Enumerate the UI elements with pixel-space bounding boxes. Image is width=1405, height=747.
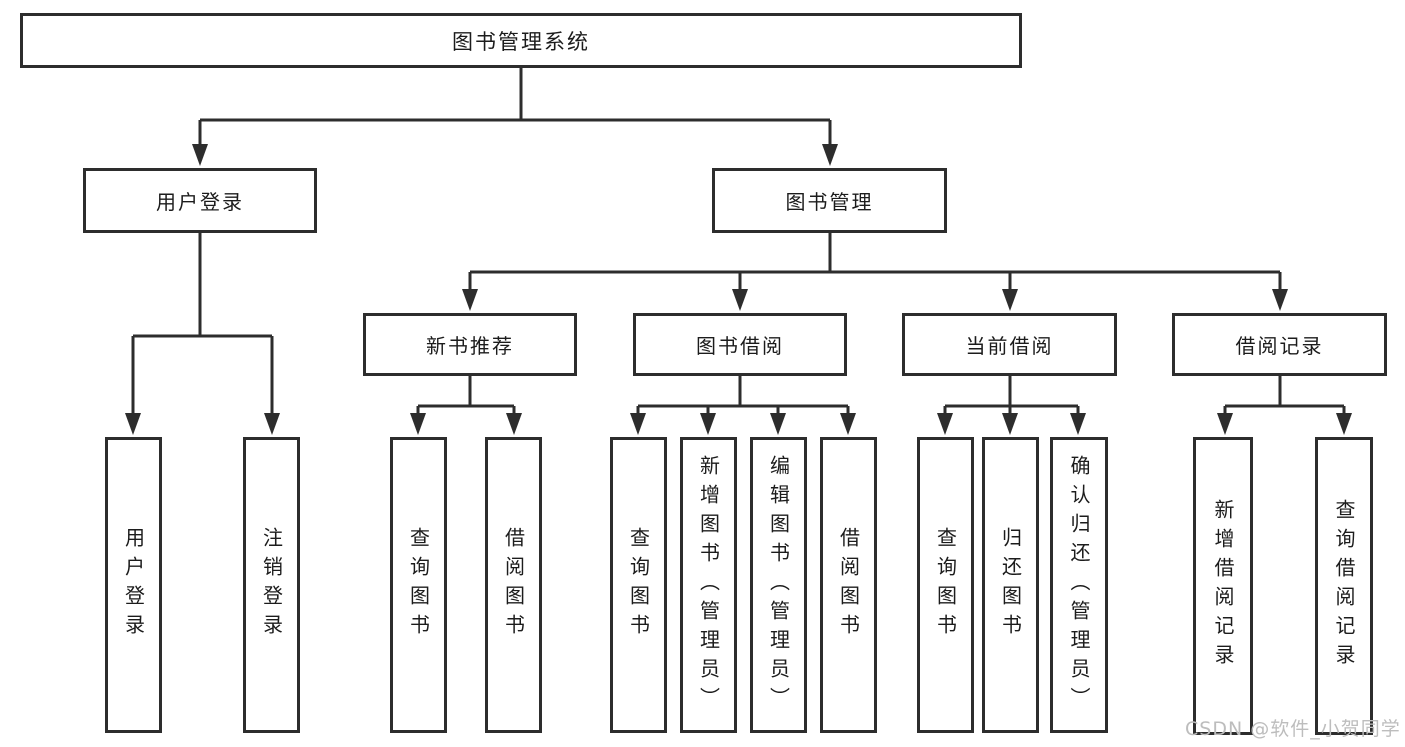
node-root-system: 图书管理系统 — [20, 13, 1022, 68]
leaf-add-book-admin-label: 新增图书（管理员） — [696, 454, 721, 716]
leaf-add-borrow-record: 新增借阅记录 — [1193, 437, 1253, 735]
arrowheads — [125, 144, 1352, 435]
leaf-borrow-book-borrowing: 借阅图书 — [820, 437, 877, 733]
leaf-query-book-current: 查询图书 — [917, 437, 974, 733]
leaf-confirm-return-admin-label: 确认归还（管理员） — [1067, 454, 1091, 716]
leaf-query-book-borrowing: 查询图书 — [610, 437, 667, 733]
node-new-book-recommend-label: 新书推荐 — [426, 334, 514, 358]
csdn-watermark: CSDN @软件_小贺同学 — [1185, 718, 1401, 740]
node-borrowing-records-label: 借阅记录 — [1235, 334, 1324, 358]
node-current-borrowing-label: 当前借阅 — [965, 334, 1054, 358]
leaf-add-borrow-record-label: 新增借阅记录 — [1211, 499, 1235, 673]
node-book-borrowing: 图书借阅 — [633, 313, 847, 376]
leaf-edit-book-admin-label: 编辑图书（管理员） — [766, 454, 791, 716]
node-book-borrowing-label: 图书借阅 — [696, 334, 784, 358]
leaf-query-book-borrowing-label: 查询图书 — [626, 527, 651, 643]
leaf-query-borrow-record-label: 查询借阅记录 — [1332, 499, 1356, 673]
node-user-login: 用户登录 — [83, 168, 317, 233]
leaf-user-login-label: 用户登录 — [121, 527, 146, 643]
node-root-label: 图书管理系统 — [452, 29, 590, 54]
leaf-return-book-label: 归还图书 — [998, 527, 1023, 643]
leaf-confirm-return-admin: 确认归还（管理员） — [1050, 437, 1108, 733]
leaf-user-login: 用户登录 — [105, 437, 162, 733]
leaf-borrow-book-borrowing-label: 借阅图书 — [836, 527, 861, 643]
leaf-borrow-book-recommend: 借阅图书 — [485, 437, 542, 733]
leaf-edit-book-admin: 编辑图书（管理员） — [750, 437, 807, 733]
node-current-borrowing: 当前借阅 — [902, 313, 1117, 376]
node-borrowing-records: 借阅记录 — [1172, 313, 1387, 376]
leaf-query-borrow-record: 查询借阅记录 — [1315, 437, 1373, 735]
node-book-management-label: 图书管理 — [785, 190, 874, 214]
node-new-book-recommend: 新书推荐 — [363, 313, 577, 376]
leaf-query-book-recommend: 查询图书 — [390, 437, 447, 733]
node-user-login-label: 用户登录 — [156, 190, 244, 214]
leaf-query-book-recommend-label: 查询图书 — [406, 527, 431, 643]
leaf-logout-label: 注销登录 — [259, 527, 284, 643]
leaf-borrow-book-recommend-label: 借阅图书 — [501, 527, 526, 643]
leaf-logout: 注销登录 — [243, 437, 300, 733]
leaf-query-book-current-label: 查询图书 — [933, 527, 958, 643]
node-book-management: 图书管理 — [712, 168, 947, 233]
leaf-return-book: 归还图书 — [982, 437, 1039, 733]
leaf-add-book-admin: 新增图书（管理员） — [680, 437, 737, 733]
